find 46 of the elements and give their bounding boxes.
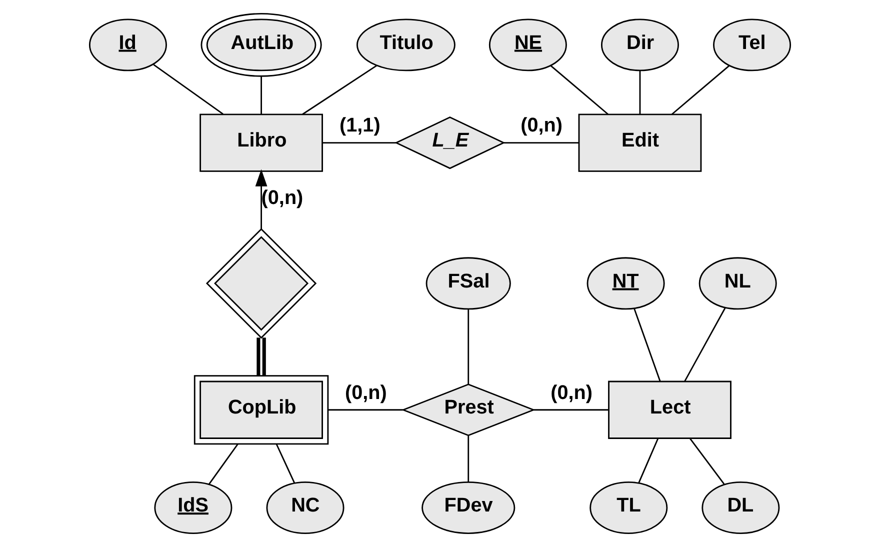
connector: [328, 409, 402, 411]
node-box: CopLib: [193, 375, 328, 445]
node-ellipse: Id: [88, 18, 166, 72]
connector: [671, 65, 730, 115]
node-ellipse: DL: [701, 482, 780, 534]
node-diamond: Prest: [400, 384, 535, 436]
node-ellipse: TL: [589, 482, 668, 534]
node-ellipse: FSal: [425, 257, 510, 310]
connector: [633, 308, 660, 382]
node-ellipse: NE: [488, 18, 566, 72]
node-ellipse: Tel: [712, 18, 791, 72]
edge-label: (0,n): [344, 382, 386, 404]
node-ellipse: NC: [266, 482, 344, 534]
connector: [638, 70, 640, 114]
connector: [302, 64, 377, 115]
node-box: Edit: [578, 114, 702, 172]
connector: [503, 142, 578, 144]
node-ellipse: AutLib: [200, 13, 322, 77]
edge-label: (0,n): [520, 114, 562, 137]
connector: [550, 65, 608, 115]
node-box: Lect: [608, 380, 731, 439]
node-ellipse: NL: [698, 257, 776, 310]
connector: [533, 409, 608, 411]
node-diamond: [205, 228, 316, 339]
connector: [152, 64, 223, 115]
connector: [467, 436, 469, 482]
connector: [638, 438, 658, 484]
node-ellipse: FDev: [421, 482, 515, 534]
node-ellipse: Dir: [600, 18, 678, 72]
node-ellipse: NT: [586, 257, 664, 310]
connector: [684, 308, 726, 382]
connector: [260, 76, 262, 114]
connector: [275, 444, 295, 484]
connector: [256, 338, 266, 376]
node-box: Libro: [199, 114, 322, 172]
node-diamond: L_E: [394, 116, 505, 170]
edge-label: (1,1): [339, 114, 380, 137]
node-ellipse: Titulo: [356, 18, 455, 72]
arrow: [254, 169, 267, 230]
node-ellipse: IdS: [154, 482, 232, 534]
connector: [208, 444, 238, 485]
connector: [688, 438, 724, 484]
edge-label: (0,n): [260, 187, 303, 210]
connector: [322, 142, 396, 144]
edge-label: (0,n): [550, 382, 592, 404]
connector: [467, 309, 469, 384]
